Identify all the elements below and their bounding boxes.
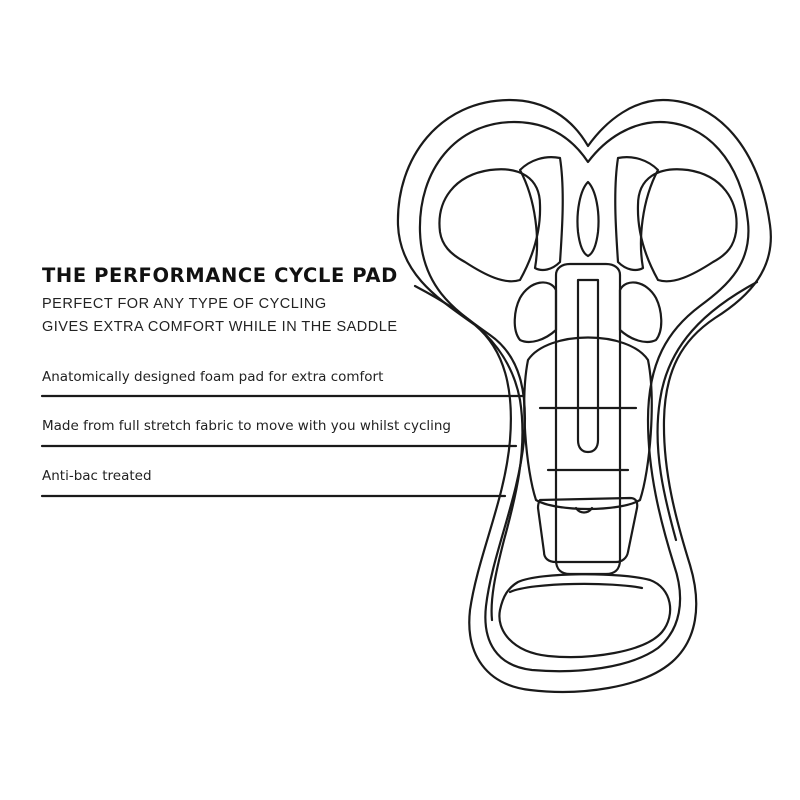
right-seam-curve <box>656 280 759 542</box>
bottom-oval-inner <box>508 582 644 594</box>
left-upper-panel <box>438 168 542 283</box>
subtitle-line-2: GIVES EXTRA COMFORT WHILE IN THE SADDLE <box>42 319 398 335</box>
center-teardrop <box>576 180 600 258</box>
feature-stretch-fabric: Made from full stretch fabric to move wi… <box>42 418 452 434</box>
right-upper-panel <box>636 168 738 283</box>
central-column <box>554 262 622 576</box>
left-bridge <box>513 281 558 344</box>
central-channel <box>576 278 600 454</box>
central-body <box>523 336 653 511</box>
pad-inner-outline <box>418 120 750 673</box>
subtitle-line-1: PERFECT FOR ANY TYPE OF CYCLING <box>42 296 327 312</box>
feature-foam-pad: Anatomically designed foam pad for extra… <box>42 369 384 385</box>
feature-anti-bac: Anti-bac treated <box>42 468 152 484</box>
bottom-oval <box>498 573 672 659</box>
right-flap <box>614 156 660 272</box>
pad-outer-outline <box>396 98 772 693</box>
lower-panel <box>536 496 639 564</box>
right-bridge <box>618 281 663 344</box>
lower-panel-notch <box>574 506 594 514</box>
page-title: THE PERFORMANCE CYCLE PAD <box>42 264 398 287</box>
left-flap <box>518 156 564 272</box>
left-seam-curve <box>413 284 524 622</box>
